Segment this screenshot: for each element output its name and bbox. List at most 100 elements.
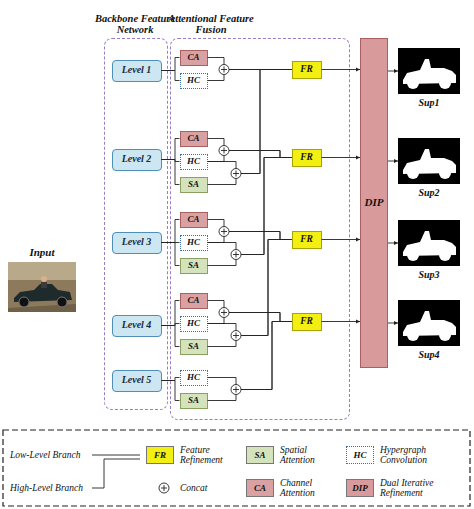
connector [208,220,292,240]
output-mask: Sup2 [398,138,460,184]
mask-image [398,220,460,266]
connector [322,157,361,158]
connector [208,70,292,81]
node-label: CA [187,53,199,62]
node-label: CA [187,296,199,305]
connector [208,58,292,70]
refinement-box: FR [292,61,322,79]
connector [208,158,292,266]
node-label: CA [187,215,199,224]
refinement-box: FR [292,313,322,331]
connector [162,301,180,326]
node-label: Level 5 [122,375,152,386]
node-heading: Sup4 [398,349,460,360]
level-box: Level 4 [112,315,162,337]
legend-swatch: FR [146,446,174,464]
legend-swatch: SA [246,446,274,464]
mask-shape [403,231,456,261]
node-label: HC [187,373,200,382]
node-label: FR [300,317,313,327]
connector [322,69,361,70]
dip-box: DIP [360,38,388,368]
node-label: HC [187,238,200,247]
photo-wheel [19,297,29,307]
node-heading: Input [8,246,76,258]
connector [388,71,398,72]
channel-attention-box: CA [180,212,208,228]
connector [162,58,180,71]
legend-sample-label: SA [254,450,265,460]
output-mask: Sup3 [398,220,460,266]
node-label: FR [300,153,313,163]
legend-sample-label: HC [353,450,366,460]
node-label: CA [187,134,199,143]
mask-image [398,300,460,346]
mask-shape [403,149,456,179]
connector [322,321,361,322]
connector [208,70,292,185]
concat-symbol [231,169,241,179]
level-box: Level 1 [112,60,162,82]
legend-swatch: HC [346,446,374,464]
legend-swatch: CA [246,479,274,497]
connector [208,240,292,347]
node-label: SA [188,261,199,270]
hypergraph-conv-box: HC [180,154,208,170]
hypergraph-conv-box: HC [180,370,208,386]
spatial-attention-box: SA [180,177,208,193]
connector [208,322,292,401]
node-label: FR [300,65,313,75]
node-label: HC [187,157,200,166]
photo-driver-head [41,276,47,282]
connector [162,139,180,160]
node-heading: Sup2 [398,187,460,198]
connector [162,324,180,326]
connector [208,313,292,324]
connector [162,160,180,185]
connector [388,243,398,244]
refinement-box: FR [292,231,322,249]
connector [162,71,180,81]
concat-symbol [219,65,229,75]
hypergraph-conv-box: HC [180,316,208,332]
connector [162,220,180,243]
refinement-box: FR [292,149,322,167]
concat-symbol [231,331,241,341]
level-box: Level 5 [112,370,162,392]
connector [162,160,180,162]
connector [162,326,180,347]
node-label: SA [188,180,199,189]
connector [208,151,292,162]
legend-sample-label: CA [254,483,266,493]
connector [388,161,398,162]
legend-line-sample [92,459,140,488]
level-box: Level 3 [112,232,162,254]
node-label: DIP [365,197,384,209]
connector [322,239,361,240]
photo-wheel [57,297,67,307]
photo-driver-body [41,282,47,288]
channel-attention-box: CA [180,50,208,66]
hypergraph-conv-box: HC [180,73,208,89]
legend-swatch: DIP [346,479,374,497]
node-heading: Sup1 [398,97,460,108]
group-box: Backbone Feature NetworkLevel 1Level 2Le… [104,38,168,410]
level-box: Level 2 [112,149,162,171]
concat-symbol [219,227,229,237]
legend-sample-label: FR [154,450,166,460]
connector [162,243,180,266]
spatial-attention-box: SA [180,339,208,355]
connector [162,378,180,381]
photo-car [14,284,72,302]
group-box: Attentional Feature FusionCAHCCAHCSACAHC… [170,38,350,420]
output-mask: Sup1 [398,48,460,94]
legend-text: Hypergraph Convolution [380,445,466,466]
node-label: Level 1 [122,65,152,76]
mask-image [398,48,460,94]
connector [208,232,292,243]
connector [208,139,292,158]
node-heading: Attentional Feature Fusion [159,13,263,36]
node-label: HC [187,76,200,85]
hypergraph-conv-box: HC [180,235,208,251]
node-heading: Sup3 [398,269,460,280]
